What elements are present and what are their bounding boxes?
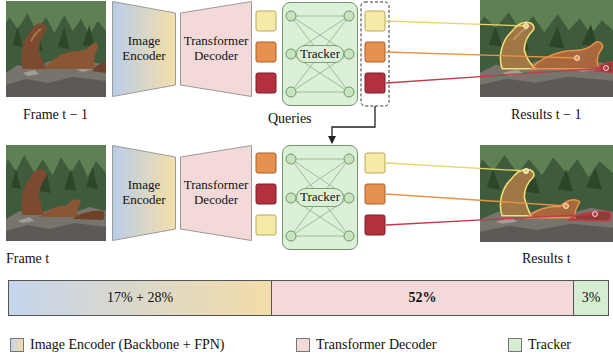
decoder-block: Transformer Decoder [180,145,252,241]
trapezoid-outline [181,2,252,97]
query-propagation-arrow [332,106,375,143]
legend-text: Image Encoder (Backbone + FPN) [30,336,225,354]
caption: Frame t − 1 [23,106,88,124]
encoder-block: Image Encoder [112,145,176,241]
legend-swatch [296,338,310,352]
tracker-node [344,11,354,21]
tracker-node [286,49,296,59]
tracker-link [291,16,349,92]
tracker-link [291,16,349,92]
result-masks [500,22,613,73]
tracker-label: Tracker [296,188,344,207]
block-label: Image Encoder [114,178,174,208]
tracker-link [291,16,349,17]
tracker-link [291,159,349,236]
caption: Frame t [6,250,49,268]
output-squares [361,2,389,106]
result-frame [480,0,613,97]
time-bar-segment: 52% [272,280,574,316]
tracker-node [286,11,296,21]
trapezoid-outline [113,2,176,97]
tracker-node [344,231,354,241]
tracker-node [286,87,296,97]
output-squares [365,153,385,235]
caption: Results t − 1 [511,106,582,124]
block-label: Image Encoder [114,34,174,64]
time-bar-segment: 3% [574,280,609,316]
input-frame [6,1,106,97]
tracker-node [286,154,296,164]
trapezoid-outline [181,146,252,241]
tracker-link [291,159,349,236]
decoder-block: Transformer Decoder [180,1,252,97]
tracker-box: Tracker [282,2,358,106]
tracker-box: Tracker [282,145,358,250]
legend-text: Tracker [528,336,571,354]
tracker-label: Tracker [296,45,344,64]
legend-swatch [508,338,522,352]
tracker-node [286,193,296,203]
percentage: 3% [582,290,601,306]
caption: Queries [268,110,312,128]
tracker-node [344,154,354,164]
result-frame [480,145,613,242]
legend-swatch [10,338,24,352]
block-label: Transformer Decoder [182,34,250,64]
tracker-link [291,92,349,93]
encoder-block: Image Encoder [112,1,176,97]
time-bar-segment: 17% + 28% [8,280,272,316]
tracker-node [344,49,354,59]
trapezoid-outline [113,146,176,241]
result-masks [500,169,611,221]
leader-lines [386,21,606,225]
caption: Results t [522,250,571,268]
tracker-link [291,159,349,160]
query-squares [256,11,276,93]
input-frame [6,145,106,241]
tracker-node [344,87,354,97]
query-squares [256,153,276,235]
tracker-node [344,193,354,203]
tracker-link [291,236,349,237]
block-label: Transformer Decoder [182,178,250,208]
percentage: 52% [409,290,437,306]
legend-text: Transformer Decoder [316,336,436,354]
tracker-node [286,231,296,241]
percentage: 17% + 28% [107,290,173,306]
